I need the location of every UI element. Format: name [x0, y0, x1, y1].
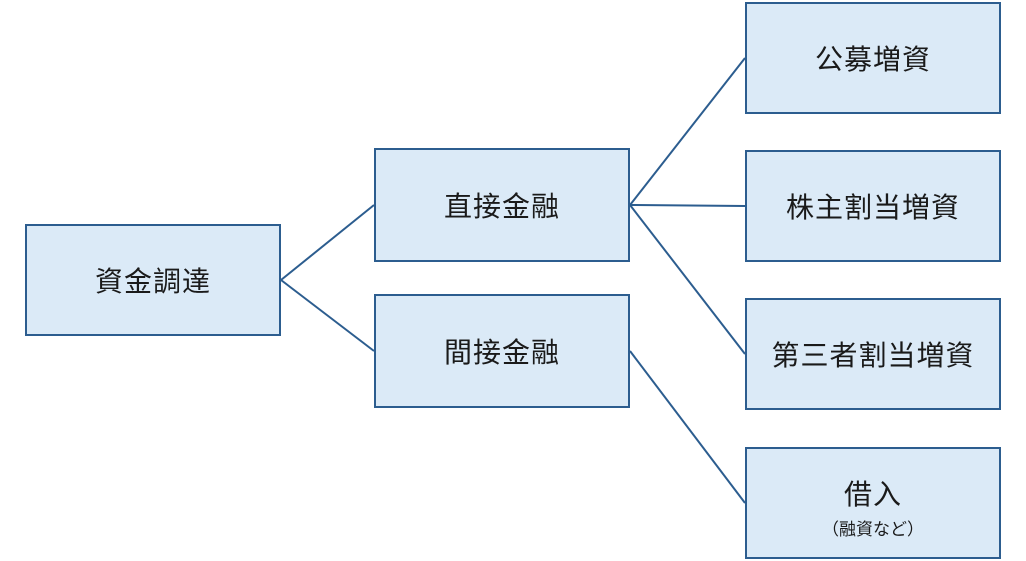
- node-note: （融資など）: [822, 519, 924, 540]
- connector-direct-rights: [629, 204, 746, 207]
- node-label: 借入: [843, 477, 902, 511]
- node-third-party-allotment: 第三者割当増資: [745, 298, 1001, 410]
- node-label: 直接金融: [443, 190, 560, 223]
- node-label: 資金調達: [94, 265, 211, 298]
- node-public-offering: 公募増資: [745, 2, 1001, 114]
- connector-root-indirect: [280, 279, 375, 352]
- connector-direct-third: [629, 204, 746, 355]
- node-label: 間接金融: [443, 336, 560, 369]
- node-direct-finance: 直接金融: [374, 148, 630, 262]
- node-label: 株主割当増資: [785, 191, 960, 224]
- node-fund-raising: 資金調達: [25, 224, 281, 336]
- node-indirect-finance: 間接金融: [374, 294, 630, 408]
- connector-direct-public: [629, 57, 746, 206]
- node-label: 公募増資: [814, 43, 931, 76]
- node-rights-offering: 株主割当増資: [745, 150, 1001, 262]
- connector-indirect-borrow: [629, 350, 746, 504]
- connector-root-direct: [280, 204, 375, 281]
- node-borrowing: 借入 （融資など）: [745, 447, 1001, 559]
- node-label: 第三者割当増資: [771, 339, 975, 372]
